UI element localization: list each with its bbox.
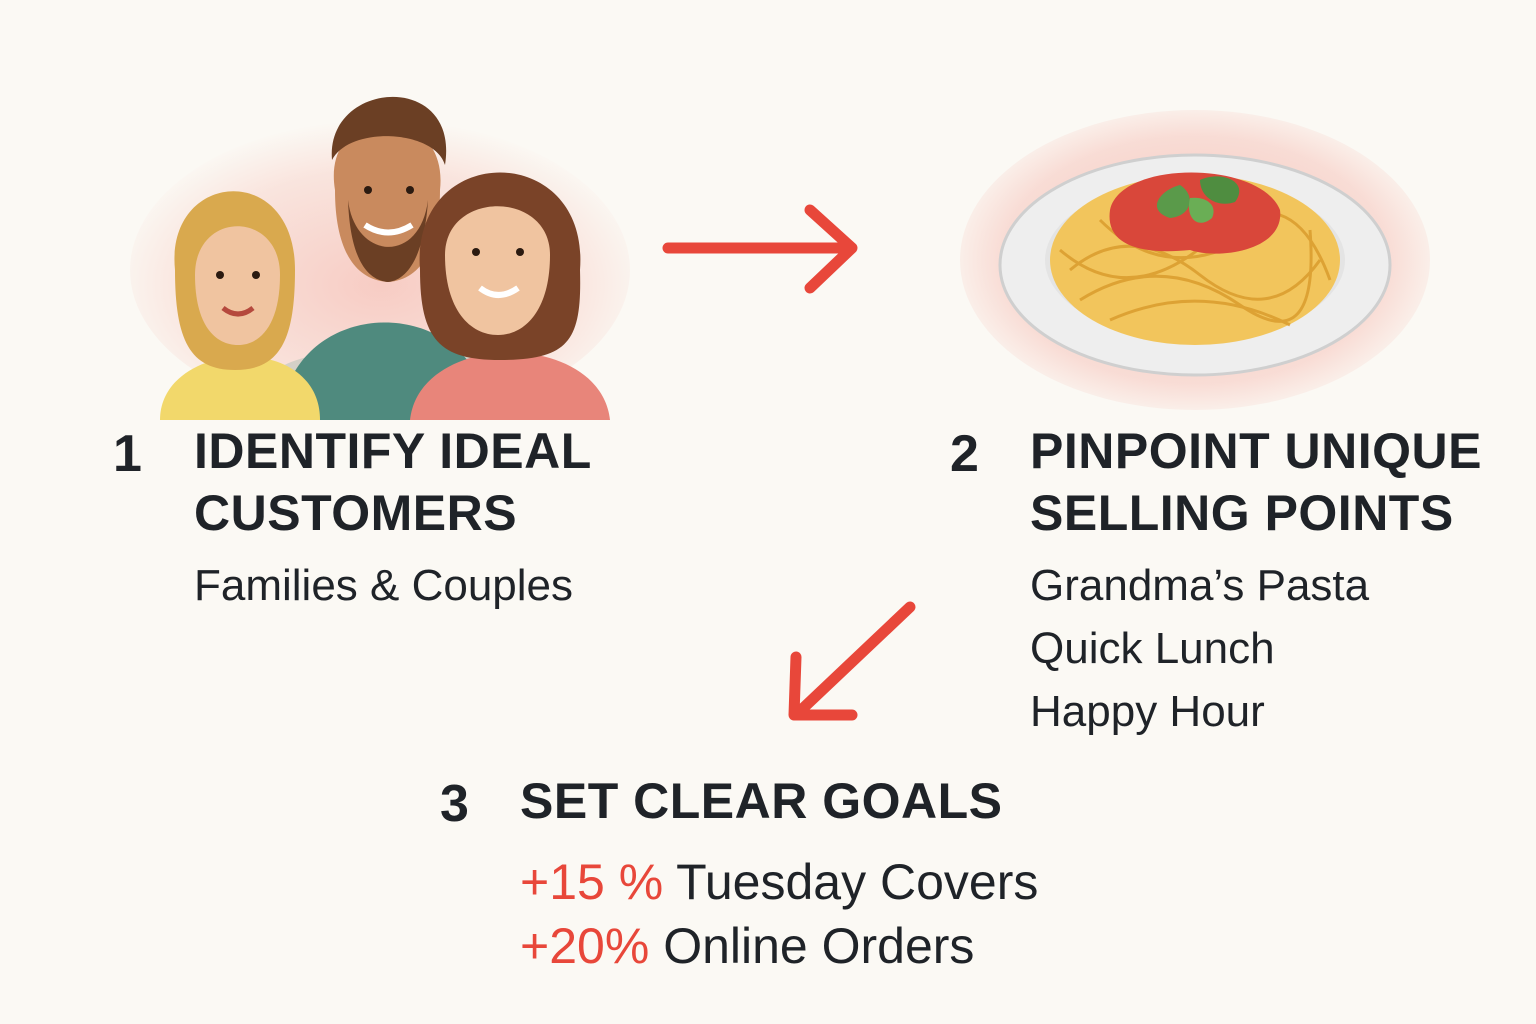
step-2-title-line1: PINPOINT UNIQUE	[1030, 423, 1482, 479]
goal-value: +20%	[520, 918, 650, 974]
step-3-goals: +15 % Tuesday Covers +20% Online Orders	[520, 850, 1038, 978]
step-2-title: PINPOINT UNIQUE SELLING POINTS	[1030, 420, 1482, 544]
arrow-down-left-icon	[788, 601, 916, 721]
step-2-detail: Quick Lunch	[1030, 624, 1275, 673]
step-1-title-line2: CUSTOMERS	[194, 485, 518, 541]
step-2-detail: Grandma’s Pasta	[1030, 561, 1370, 610]
goal-item: +20% Online Orders	[520, 914, 1038, 978]
step-2-number: 2	[950, 425, 979, 483]
arrow-right-icon	[662, 204, 858, 294]
step-2-title-line2: SELLING POINTS	[1030, 485, 1454, 541]
goal-value: +15 %	[520, 854, 664, 910]
goal-label: Online Orders	[663, 918, 975, 974]
goal-item: +15 % Tuesday Covers	[520, 850, 1038, 914]
goal-label: Tuesday Covers	[676, 854, 1039, 910]
step-1-detail: Families & Couples	[194, 561, 574, 610]
family-illustration	[130, 96, 630, 420]
step-1-title-line1: IDENTIFY IDEAL	[194, 423, 592, 479]
step-3-title: SET CLEAR GOALS	[520, 773, 1003, 829]
step-2-details: Grandma’s Pasta Quick Lunch Happy Hour	[1030, 554, 1369, 743]
step-2-detail: Happy Hour	[1030, 687, 1265, 736]
step-3-number: 3	[440, 775, 469, 833]
step-1-title: IDENTIFY IDEAL CUSTOMERS	[194, 420, 592, 544]
step-1-number: 1	[113, 425, 142, 483]
pasta-illustration	[960, 110, 1430, 410]
